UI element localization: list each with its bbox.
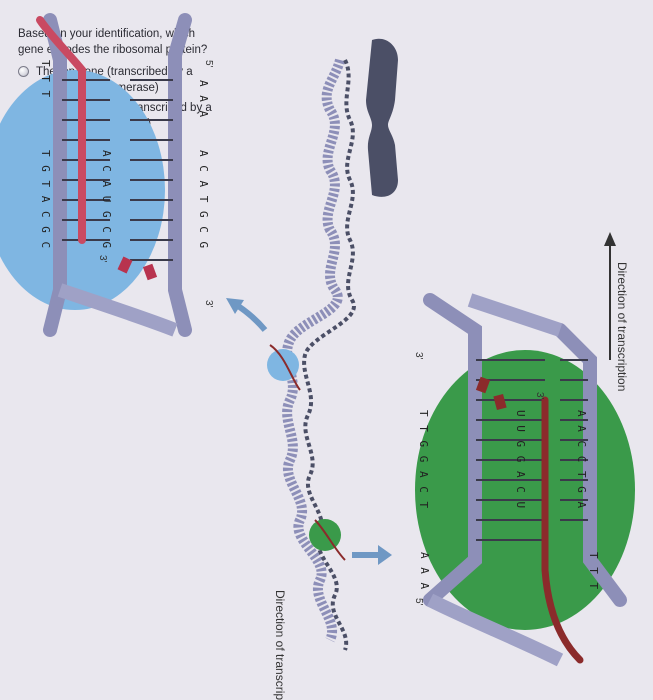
bottom-lower-sequence: T G T A C G C: [39, 150, 52, 249]
top-rna-3prime: 3': [534, 392, 545, 400]
direction-label-top-group: Direction of transcription: [604, 232, 629, 391]
top-end-3: 3': [413, 352, 424, 360]
top-rna-sequence: U U G G A C U: [514, 410, 527, 509]
bottom-aaa: A A A: [197, 80, 210, 118]
chromosome-chain: [267, 38, 398, 651]
bottom-upper-sequence: A C A T G C G: [197, 150, 210, 249]
arrow-to-bottom-gene: [226, 298, 268, 332]
top-rna-transcript: [541, 396, 584, 664]
small-rna-green: [314, 519, 346, 561]
small-rna-blue: [269, 344, 301, 391]
direction-label-bottom: Direction of transcription: [273, 590, 287, 700]
small-green-polymerase: [309, 519, 341, 551]
top-gene-diagram: T T G G A C T U U G G A C U A A C C T G …: [413, 293, 635, 667]
direction-label-top: Direction of transcription: [615, 262, 629, 391]
top-free-nucleotide: [493, 393, 507, 411]
bottom-ttt: T T T: [39, 60, 52, 98]
radio-button-icon[interactable]: [18, 66, 29, 77]
top-aaa: A A A: [418, 552, 431, 590]
top-dna-twist-right: [467, 293, 563, 337]
top-ttt: T T T: [587, 552, 600, 590]
bottom-end-5: 5': [203, 60, 214, 68]
dna-coil-right: [302, 59, 356, 651]
top-free-nucleotide: [475, 376, 491, 394]
bottom-end-3: 3': [203, 300, 214, 308]
bottom-free-nucleotide: [142, 263, 158, 281]
bottom-gene-diagram: A C A T G C G A C A U G C G T G T A C G …: [0, 13, 214, 337]
top-template-sequence: T T G G A C T: [417, 410, 430, 509]
dna-coil-left: [282, 58, 345, 643]
bottom-rna-sequence: A C A U G C G: [100, 150, 113, 249]
top-coding-sequence: A A C C T G A: [575, 410, 588, 509]
bottom-dna-strand-upper: [168, 13, 192, 337]
small-blue-polymerase: [267, 349, 299, 381]
bottom-free-nucleotide: [117, 256, 133, 274]
top-dna-twist-left: [426, 593, 564, 667]
bottom-rna-transcript: [36, 16, 86, 244]
chromosome-icon: [366, 38, 398, 197]
top-end-5: 5': [413, 598, 424, 606]
arrow-to-top-gene: [352, 545, 392, 565]
top-dna-strand-lower: [553, 323, 627, 607]
bottom-rna-3prime: 3': [97, 255, 108, 263]
top-dna-strand-upper: [423, 293, 482, 607]
bottom-dna-twist: [57, 283, 178, 337]
top-base-rungs: [476, 359, 588, 541]
